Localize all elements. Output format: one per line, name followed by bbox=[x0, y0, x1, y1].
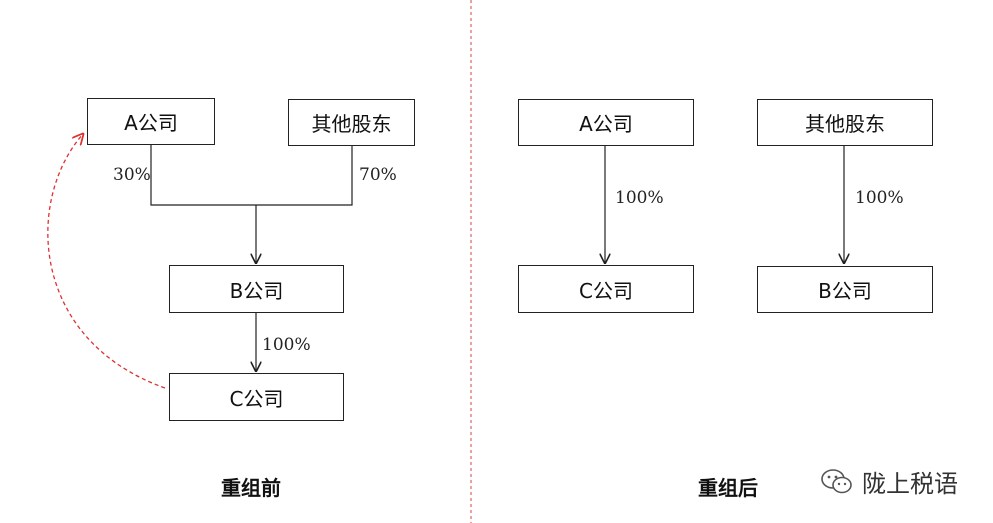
brand-watermark: 陇上税语 bbox=[820, 464, 958, 499]
label-right-a-to-c: 100% bbox=[615, 188, 664, 208]
left-caption: 重组前 bbox=[221, 476, 281, 500]
brand-text: 陇上税语 bbox=[862, 470, 958, 498]
wechat-icon bbox=[821, 468, 852, 493]
edge-other-to-b bbox=[256, 146, 353, 206]
right-box-other: 其他股东 bbox=[757, 99, 933, 146]
right-box-b: B公司 bbox=[757, 266, 933, 313]
edge-a-to-b bbox=[150, 145, 256, 206]
left-box-a: A公司 bbox=[87, 98, 215, 145]
right-box-c: C公司 bbox=[518, 265, 694, 313]
label-b-to-c: 100% bbox=[262, 335, 311, 355]
label-right-other-to-b: 100% bbox=[855, 188, 904, 208]
right-caption: 重组后 bbox=[698, 476, 758, 500]
label-other-to-b: 70% bbox=[359, 165, 397, 185]
left-box-c: C公司 bbox=[169, 373, 344, 421]
left-box-other: 其他股东 bbox=[288, 99, 415, 146]
right-box-a: A公司 bbox=[518, 99, 694, 146]
label-a-to-b: 30% bbox=[113, 165, 151, 185]
left-box-b: B公司 bbox=[169, 265, 344, 313]
transfer-arrow-c-to-a bbox=[47, 134, 166, 389]
